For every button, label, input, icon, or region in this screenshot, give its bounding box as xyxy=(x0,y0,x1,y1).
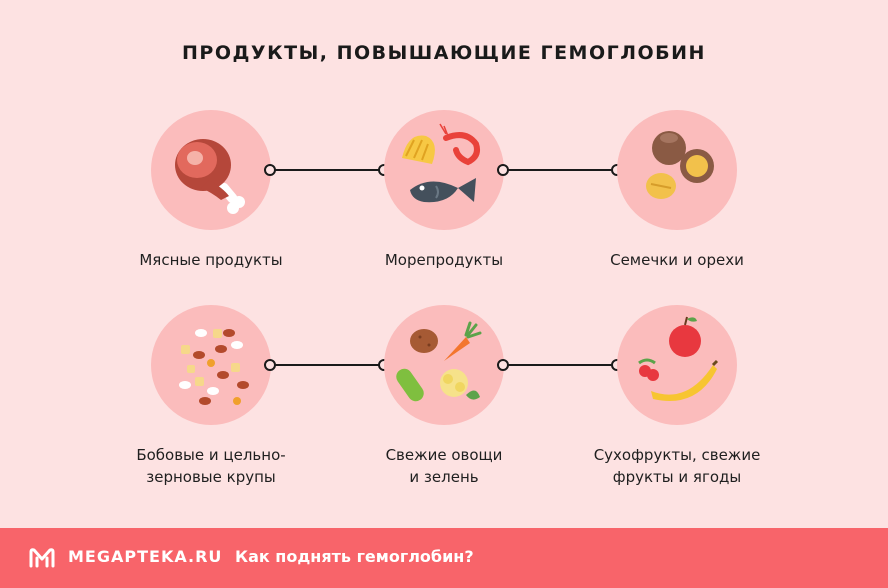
article-link[interactable]: Как поднять гемоглобин? xyxy=(235,547,474,566)
seafood-icon xyxy=(384,110,504,230)
meat-icon xyxy=(151,110,271,230)
connector xyxy=(264,164,390,176)
connector xyxy=(497,164,623,176)
connector xyxy=(497,359,623,371)
footer-bar: MEGAPTEKA.RU Как поднять гемоглобин? xyxy=(0,528,888,588)
beans-icon xyxy=(151,305,271,425)
vegetables-icon xyxy=(384,305,504,425)
item-label-beans: Бобовые и цельно- зерновые крупы xyxy=(136,446,286,486)
logo-icon xyxy=(29,548,55,568)
item-label-vegetables: Свежие овощи и зелень xyxy=(385,446,503,486)
fruits-icon xyxy=(617,305,737,425)
page-title: ПРОДУКТЫ, ПОВЫШАЮЩИЕ ГЕМОГЛОБИН xyxy=(182,42,706,64)
connector xyxy=(264,359,390,371)
item-label-seafood: Морепродукты xyxy=(384,251,504,269)
nuts-icon xyxy=(617,110,737,230)
item-label-fruits: Сухофрукты, свежие фрукты и ягоды xyxy=(593,446,761,486)
item-label-meat: Мясные продукты xyxy=(139,251,283,269)
item-label-nuts: Семечки и орехи xyxy=(610,251,744,269)
brand-name[interactable]: MEGAPTEKA.RU xyxy=(68,547,223,566)
